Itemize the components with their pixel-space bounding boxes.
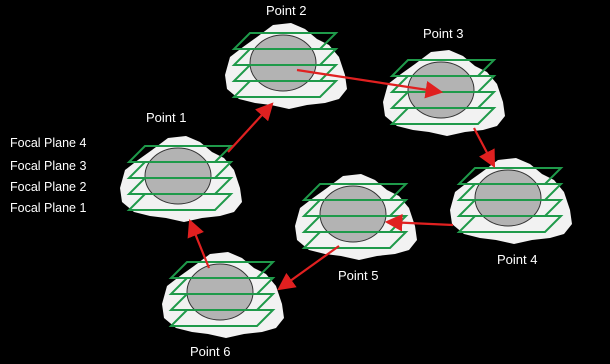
cell-point-1 [120, 136, 242, 222]
cell-point-2 [225, 23, 347, 109]
focal-plane-3-label: Focal Plane 3 [10, 159, 86, 173]
cell-point-4 [450, 158, 572, 244]
nucleus-1 [144, 147, 212, 205]
arrow-point-2-to-3 [296, 68, 444, 99]
arrow-point-5-to-6 [277, 245, 340, 291]
arrow-point-1-to-2 [227, 102, 274, 153]
point-1-label: Point 1 [146, 110, 186, 125]
cell-point-6 [162, 252, 284, 338]
cells-layer [120, 23, 572, 338]
focal-plane-1-point-4 [456, 215, 564, 233]
focal-plane-1-point-3 [389, 107, 497, 125]
point-3-label: Point 3 [423, 26, 463, 41]
cell-point-3 [383, 50, 505, 136]
focal-plane-1-point-5 [301, 231, 409, 249]
nucleus-6 [186, 263, 254, 321]
focal-plane-1-point-2 [231, 80, 339, 98]
arrow-point-3-to-4 [473, 127, 496, 168]
point-2-label: Point 2 [266, 3, 306, 18]
nucleus-3 [407, 61, 475, 119]
focal-plane-4-label: Focal Plane 4 [10, 136, 86, 150]
nucleus-4 [474, 169, 542, 227]
focal-plane-2-label: Focal Plane 2 [10, 180, 86, 194]
point-4-label: Point 4 [497, 252, 537, 267]
nucleus-5 [319, 185, 387, 243]
nucleus-2 [249, 34, 317, 92]
point-6-label: Point 6 [190, 344, 230, 359]
arrow-point-4-to-5 [384, 213, 454, 232]
focal-plane-1-label: Focal Plane 1 [10, 201, 86, 215]
focal-plane-1-point-1 [126, 193, 234, 211]
focal-plane-1-point-6 [168, 309, 276, 327]
arrows-layer [187, 68, 496, 291]
point-5-label: Point 5 [338, 268, 378, 283]
arrow-point-6-to-1 [187, 218, 211, 269]
cell-point-5 [295, 174, 417, 260]
